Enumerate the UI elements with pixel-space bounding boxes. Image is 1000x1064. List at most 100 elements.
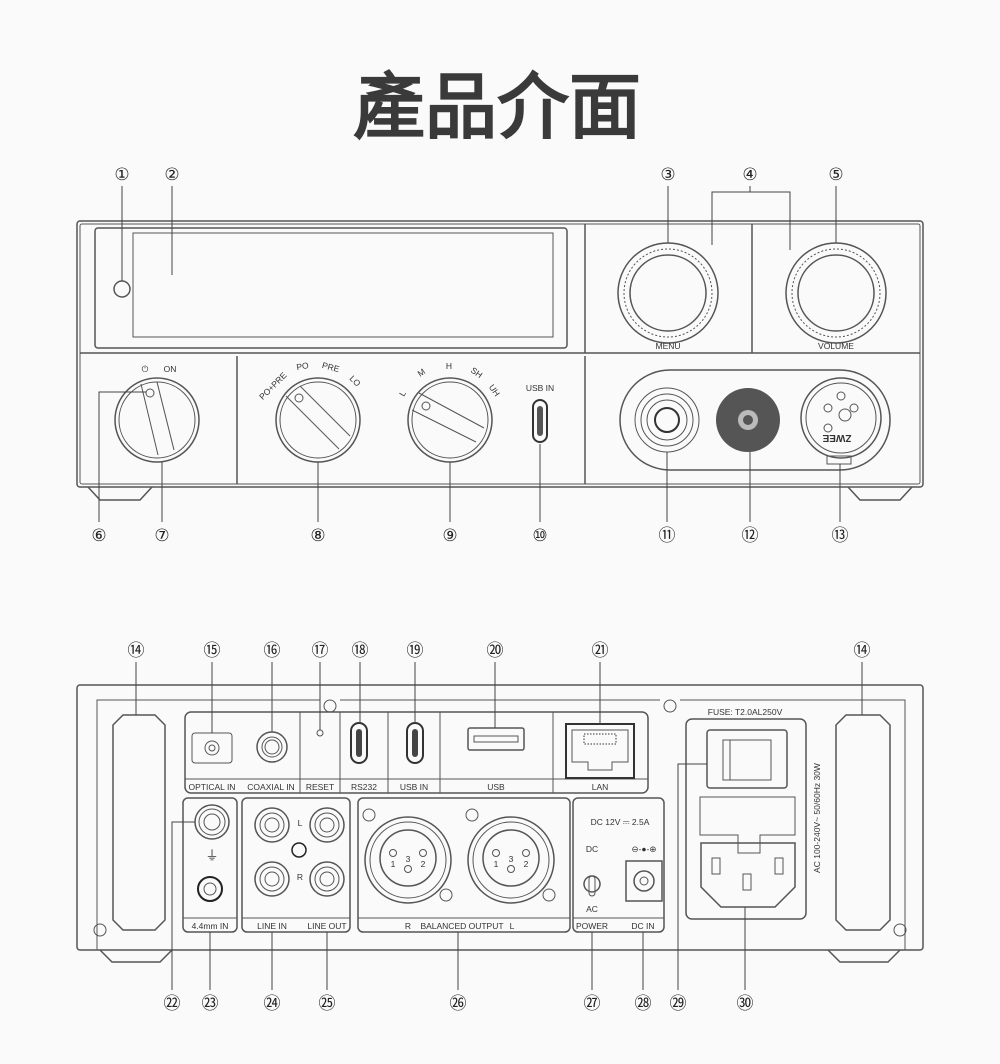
lan-port[interactable] xyxy=(565,723,635,779)
callout-30: ㉚ xyxy=(737,994,754,1014)
callout-26: ㉖ xyxy=(450,994,467,1014)
svg-text:3: 3 xyxy=(509,854,514,864)
balanced-4-4-input[interactable] xyxy=(197,876,223,902)
headphone-jack-4-4[interactable] xyxy=(716,388,780,452)
rca-line-in-r[interactable] xyxy=(254,861,290,897)
callout-23: ㉓ xyxy=(202,994,219,1014)
rs232-port[interactable] xyxy=(350,722,368,764)
brand-logo: ZWEE xyxy=(822,432,851,443)
jack-panel xyxy=(619,369,891,471)
callout-20: ⑳ xyxy=(487,641,504,661)
dc-in-label: DC IN xyxy=(631,921,654,931)
reset-label: RESET xyxy=(306,782,334,792)
power-symbol: ⏻ xyxy=(142,364,149,374)
callout-27: ㉗ xyxy=(584,994,601,1014)
callout-3: ③ xyxy=(660,165,675,185)
callout-7: ⑦ xyxy=(154,526,169,546)
front-panel: MENU VOLUME ⏻ ON PO+PRE PO PRE LO L M xyxy=(76,220,924,501)
callout-17: ⑰ xyxy=(312,641,329,661)
callout-13: ⑬ xyxy=(832,526,849,546)
input-4-4-label: 4.4mm IN xyxy=(192,921,229,931)
callout-16: ⑯ xyxy=(264,641,281,661)
fuse-holder xyxy=(699,796,796,854)
headphone-jack-6-35[interactable] xyxy=(634,387,700,453)
ir-sensor xyxy=(113,280,131,298)
optical-in-port[interactable] xyxy=(191,732,233,764)
svg-text:3: 3 xyxy=(406,854,411,864)
vent-right xyxy=(835,714,891,931)
callout-15: ⑮ xyxy=(204,641,221,661)
gain-knob[interactable] xyxy=(407,377,493,463)
rca-r-label: R xyxy=(297,872,303,882)
menu-label: MENU xyxy=(655,341,680,351)
power-knob[interactable] xyxy=(114,377,200,463)
usb-a-port[interactable] xyxy=(467,727,525,751)
output-mode-knob[interactable] xyxy=(275,377,361,463)
display-bay xyxy=(94,227,568,349)
callout-24: ㉔ xyxy=(264,994,281,1014)
ground-terminal[interactable] xyxy=(194,804,230,840)
balanced-output-label: BALANCED OUTPUT xyxy=(420,921,503,931)
dc-spec: DC 12V ⎓ 2.5A xyxy=(591,817,650,827)
fuse-label: FUSE: T2.0AL250V xyxy=(708,707,783,717)
mode-po-pre: PO+PRE xyxy=(257,370,289,402)
ac-label: AC xyxy=(586,904,598,914)
rca-line-out-r[interactable] xyxy=(309,861,345,897)
dc-in-jack[interactable] xyxy=(625,860,663,902)
callout-14-left: ⑭ xyxy=(128,641,145,661)
volume-label: VOLUME xyxy=(818,341,854,351)
usb-label: USB xyxy=(487,782,505,792)
lan-label: LAN xyxy=(592,782,609,792)
front-callouts: ① ② ③ ④ ⑤ ⑥ ⑦ ⑧ ⑨ ⑩ ⑪ ⑫ ⑬ xyxy=(91,165,848,546)
mode-pre: PRE xyxy=(321,360,341,374)
power-source-switch[interactable] xyxy=(583,875,601,897)
menu-knob[interactable] xyxy=(617,242,719,344)
callout-12: ⑫ xyxy=(742,526,759,546)
usb-c-port-front[interactable] xyxy=(532,399,548,443)
ground-symbol: ⏚ xyxy=(205,848,218,863)
svg-text:2: 2 xyxy=(421,859,426,869)
callout-19: ⑲ xyxy=(407,641,424,661)
balanced-r-label: R xyxy=(405,921,411,931)
gain-m: M xyxy=(416,366,428,378)
callout-2: ② xyxy=(164,165,179,185)
mode-po: PO xyxy=(296,360,310,372)
vent-left xyxy=(112,714,166,931)
gain-sh: SH xyxy=(469,365,484,380)
callout-4: ④ xyxy=(742,165,757,185)
line-out-label: LINE OUT xyxy=(307,921,346,931)
xlr-4pin-jack[interactable] xyxy=(800,377,882,465)
volume-knob[interactable] xyxy=(785,242,887,344)
display-screen xyxy=(132,232,554,338)
svg-text:1: 1 xyxy=(391,859,396,869)
iec-ac-inlet[interactable] xyxy=(700,842,796,908)
rs232-label: RS232 xyxy=(351,782,377,792)
callout-28: ㉘ xyxy=(635,994,652,1014)
reset-button[interactable] xyxy=(316,729,324,737)
callout-11: ⑪ xyxy=(659,526,676,546)
callout-6: ⑥ xyxy=(91,526,106,546)
callout-1: ① xyxy=(114,165,129,185)
rca-line-out-l[interactable] xyxy=(309,807,345,843)
callout-18: ⑱ xyxy=(352,641,369,661)
rca-l-label: L xyxy=(298,818,303,828)
rear-panel: OPTICAL IN COAXIAL IN RESET RS232 USB IN… xyxy=(76,684,924,963)
callout-21: ㉑ xyxy=(592,641,609,661)
callout-8: ⑧ xyxy=(310,526,325,546)
coaxial-in-label: COAXIAL IN xyxy=(247,782,294,792)
polarity-symbol: ⊖-●-⊕ xyxy=(631,844,656,854)
ac-power-switch[interactable] xyxy=(706,729,788,789)
svg-text:1: 1 xyxy=(494,859,499,869)
svg-text:2: 2 xyxy=(524,859,529,869)
usb-in-port-rear[interactable] xyxy=(406,722,424,764)
coaxial-in-port[interactable] xyxy=(256,731,288,763)
balanced-l-label: L xyxy=(510,921,515,931)
rca-line-in-l[interactable] xyxy=(254,807,290,843)
rear-callouts: ⑭ ⑮ ⑯ ⑰ ⑱ ⑲ ⑳ ㉑ ⑭ ㉒ ㉓ ㉔ ㉕ ㉖ ㉗ ㉘ ㉙ ㉚ xyxy=(128,641,871,1014)
power-label: POWER xyxy=(576,921,608,931)
callout-14-right: ⑭ xyxy=(854,641,871,661)
ac-spec: AC 100-240V~ 50/60Hz 30W xyxy=(812,763,822,873)
